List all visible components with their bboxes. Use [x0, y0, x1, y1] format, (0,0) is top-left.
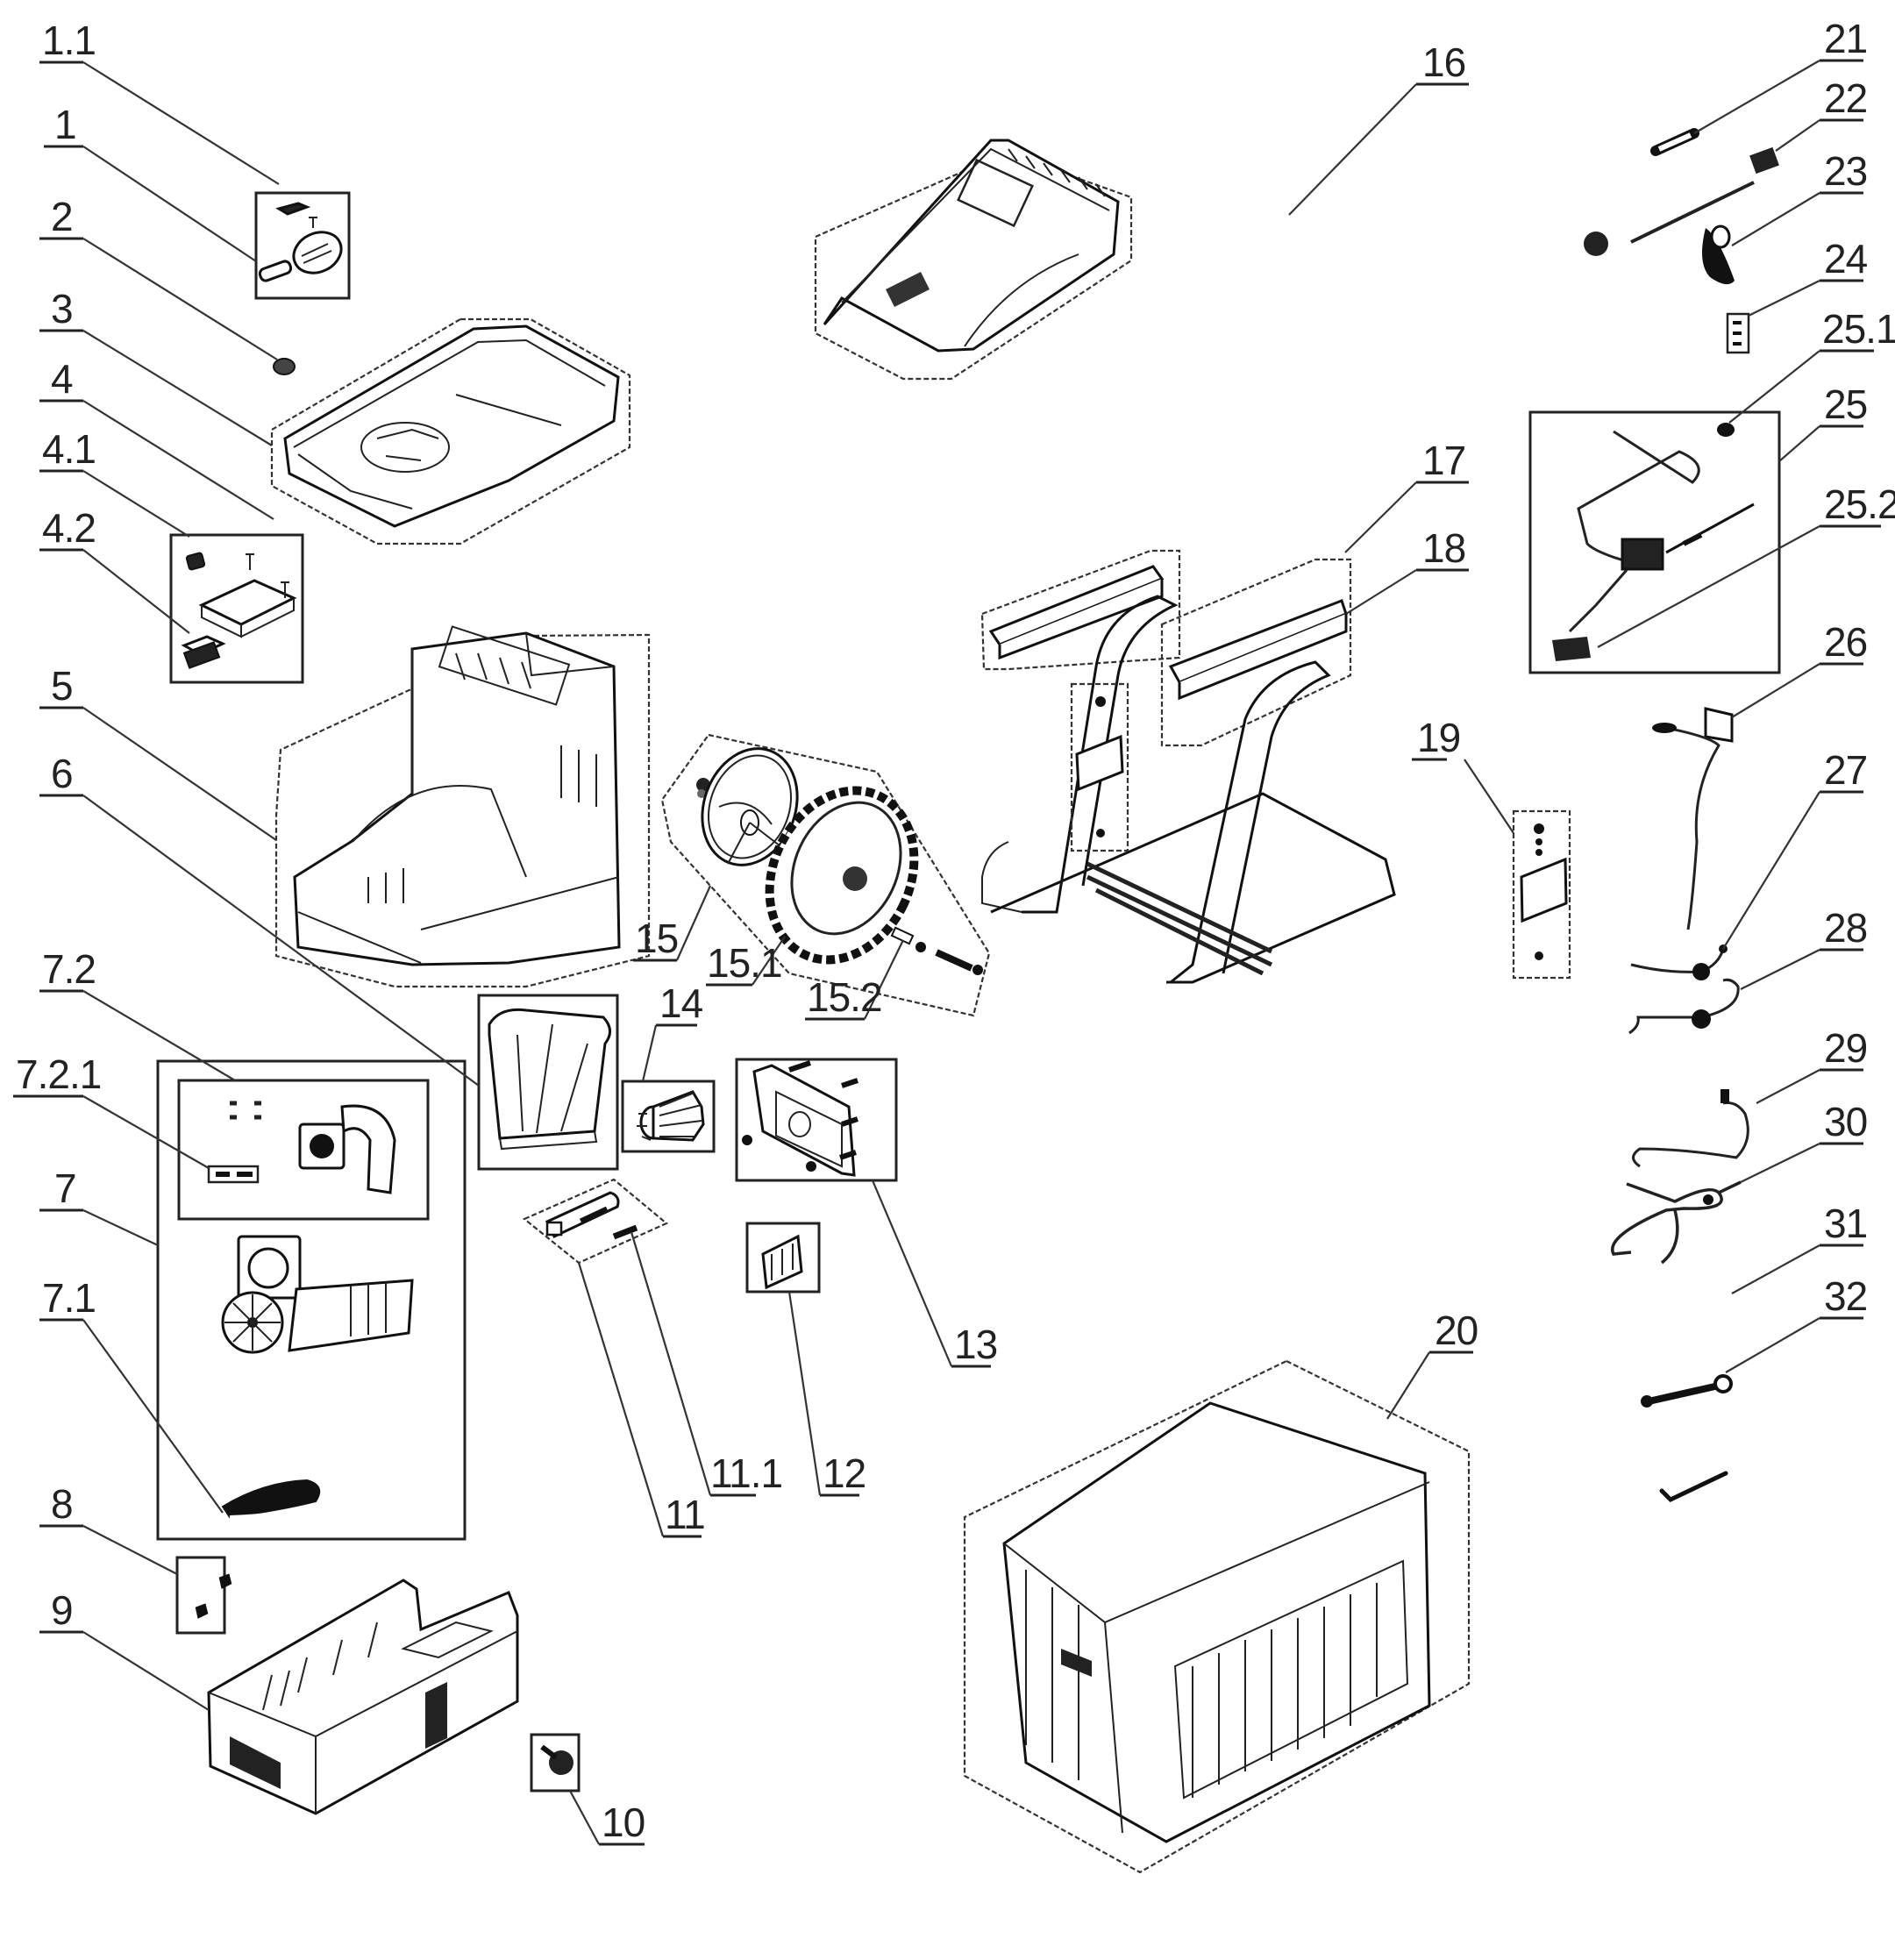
callout-11: 11: [665, 1492, 705, 1537]
part-7-motor-assembly: [156, 1059, 467, 1541]
part-15-wheel-assembly: [660, 733, 991, 1017]
part-17-mounting-bracket: [980, 549, 1352, 747]
callout-7-2-1: 7.2.1: [16, 1051, 101, 1097]
part-18-stand-frame: [981, 595, 1396, 984]
callout-22: 22: [1824, 75, 1867, 121]
part-10-adjustment-knob: [530, 1733, 581, 1793]
callout-28: 28: [1824, 905, 1867, 951]
callout-20: 20: [1435, 1308, 1478, 1353]
callout-4: 4: [51, 356, 73, 402]
callout-18: 18: [1422, 525, 1465, 571]
callout-9: 9: [51, 1587, 73, 1633]
part-20-collection-box: [963, 1359, 1471, 1874]
part-2-cap: [273, 358, 296, 375]
part-1-knob-assembly: [254, 191, 351, 300]
callout-25-2: 25.2: [1824, 481, 1895, 527]
callout-15: 15: [635, 916, 678, 961]
part-19-clamp: [1512, 809, 1571, 980]
callout-4-1: 4.1: [42, 426, 96, 472]
part-16-bottom-cover: [814, 139, 1133, 381]
callout-4-2: 4.2: [42, 505, 96, 551]
part-3-top-cover: [270, 317, 631, 545]
callout-6: 6: [51, 751, 73, 796]
part-12-cover-plate: [745, 1222, 821, 1294]
part-25-wiring-harness: [1528, 410, 1781, 674]
part-5-upper-housing: [274, 625, 651, 988]
callout-27: 27: [1824, 747, 1867, 793]
callout-21: 21: [1824, 16, 1867, 61]
callout-13: 13: [954, 1322, 997, 1367]
callout-32: 32: [1824, 1273, 1867, 1319]
leader-lines: [13, 59, 1881, 1846]
callout-1: 1: [54, 102, 76, 147]
callout-15-2: 15.2: [807, 974, 882, 1020]
callout-2: 2: [51, 194, 73, 239]
part-29-cable-c: [1632, 1089, 1749, 1168]
callout-14: 14: [659, 980, 703, 1026]
part-26-cable-bracket: [1652, 707, 1734, 930]
part-28-cable-b: [1628, 978, 1740, 1035]
callout-8: 8: [51, 1481, 73, 1527]
part-32-hex-key: [1659, 1471, 1728, 1503]
callout-7-2: 7.2: [42, 946, 96, 992]
callout-31: 31: [1824, 1201, 1867, 1246]
part-11-roller-assembly: [522, 1178, 669, 1265]
part-23-strain-relief: [1702, 225, 1735, 285]
callout-12: 12: [823, 1450, 866, 1496]
callout-5: 5: [51, 663, 73, 709]
callout-25: 25: [1824, 381, 1867, 427]
callout-1-1: 1.1: [42, 18, 96, 63]
callout-26: 26: [1824, 619, 1867, 665]
part-22-power-cord: [1584, 146, 1779, 256]
callout-7: 7: [54, 1165, 76, 1211]
part-13-cutting-housing: [735, 1058, 898, 1182]
callout-10: 10: [602, 1800, 645, 1845]
part-14-gear: [621, 1080, 716, 1153]
part-30-cable-d: [1611, 1180, 1742, 1265]
part-27-cable-a: [1630, 944, 1728, 980]
callout-24: 24: [1824, 236, 1868, 282]
part-8-screws: [175, 1556, 232, 1635]
part-31-wrench: [1641, 1374, 1733, 1408]
callout-25-1: 25.1: [1822, 306, 1895, 352]
callout-17: 17: [1422, 438, 1465, 483]
callout-30: 30: [1824, 1099, 1867, 1144]
callout-23: 23: [1824, 148, 1867, 194]
part-21-handle-grip: [1650, 128, 1699, 156]
callout-29: 29: [1824, 1025, 1867, 1071]
callout-7-1: 7.1: [42, 1275, 96, 1321]
part-4-switch-housing: [169, 533, 304, 684]
callout-15-1: 15.1: [707, 940, 782, 986]
callout-11-1: 11.1: [710, 1450, 782, 1496]
part-24-capacitor: [1726, 312, 1750, 354]
part-9-lower-housing: [207, 1579, 519, 1815]
callout-3: 3: [51, 286, 73, 331]
callout-19: 19: [1417, 715, 1460, 760]
part-6-bag-frame: [477, 994, 619, 1171]
callout-labels: 1.1 1 2 3 4 4.1 4.2 5 6 7.2 7.2.1 7 7.1 …: [16, 16, 1895, 1845]
callout-16: 16: [1422, 39, 1465, 85]
